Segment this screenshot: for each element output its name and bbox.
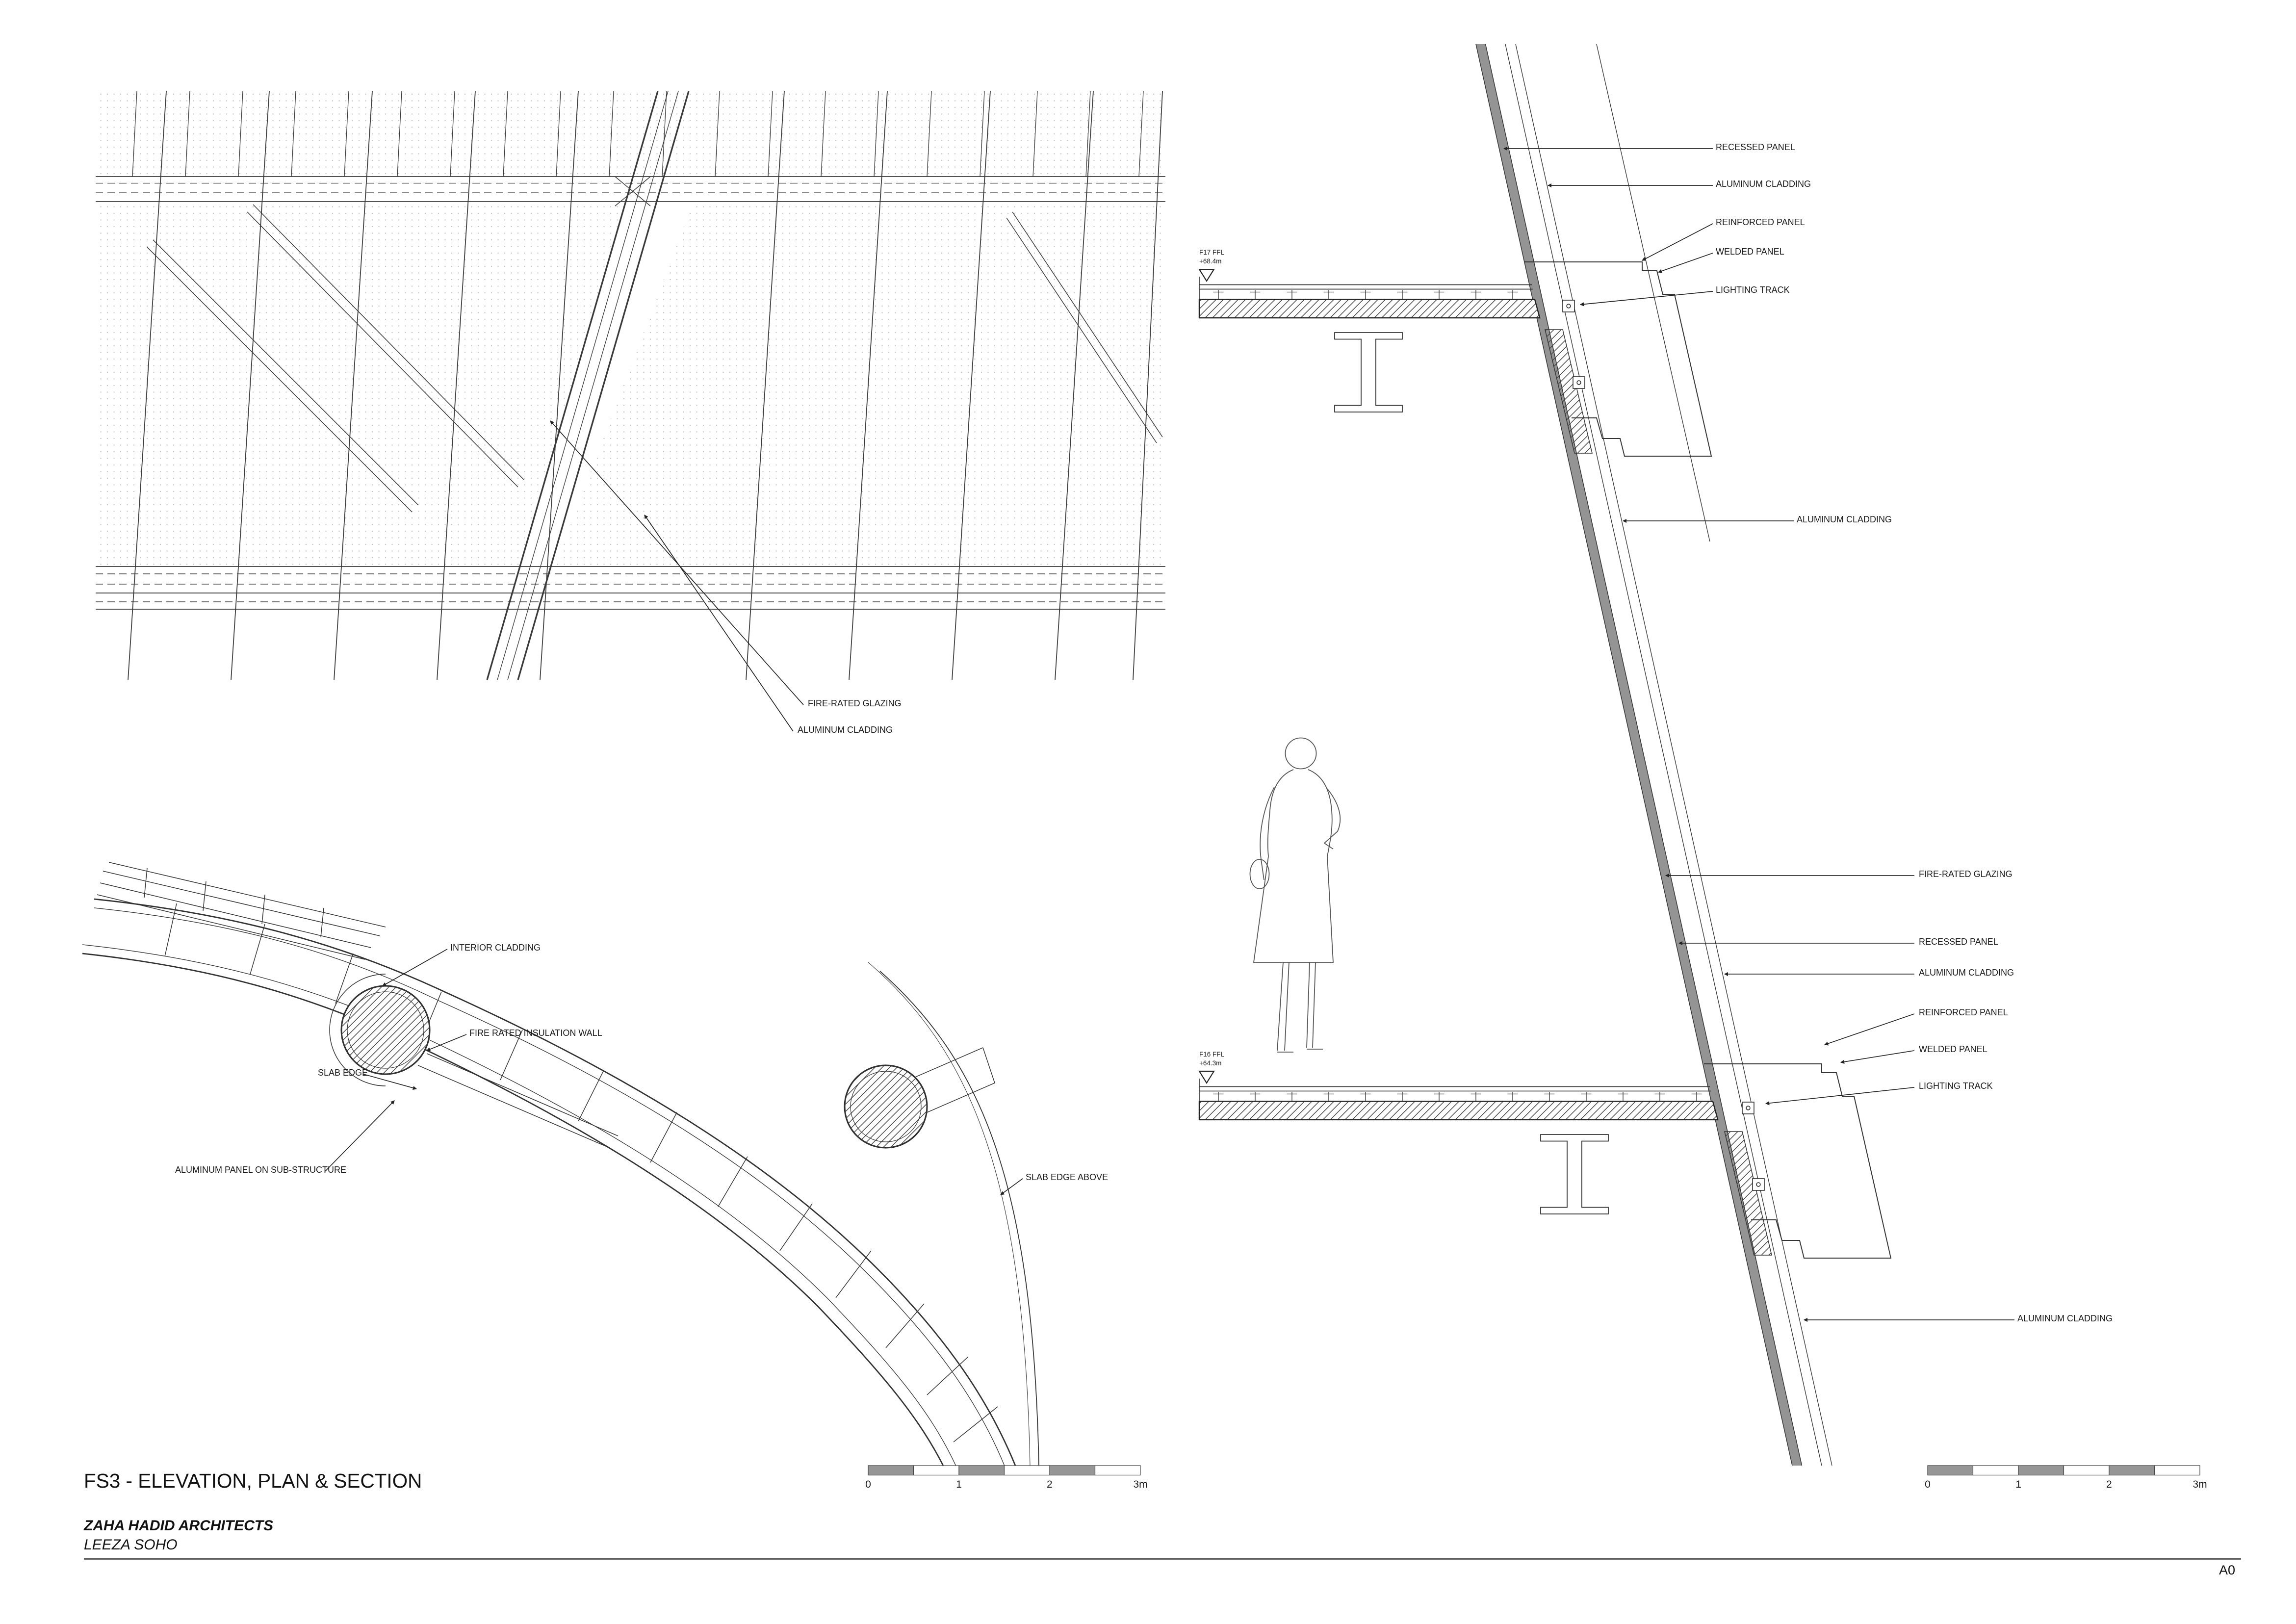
lower-floor-assembly (1198, 1063, 1892, 1259)
label-aluminum-cladding-mid: ALUMINUM CLADDING (1797, 516, 1892, 525)
scale-tick-label: 2 (2106, 1480, 2112, 1491)
upper-floor-assembly (1198, 261, 1712, 457)
level-marker-f16: F16 FFL +64.3m (1199, 1051, 1224, 1067)
steel-beam (1334, 332, 1403, 412)
scale-tick-label: 0 (1925, 1480, 1931, 1491)
label-fire-rated-insulation-wall: FIRE RATED INSULATION WALL (469, 1030, 602, 1039)
round-column (340, 985, 431, 1075)
firm-name: ZAHA HADID ARCHITECTS (84, 1519, 274, 1535)
scale-tick-label: 3m (1133, 1480, 1148, 1491)
level-name: F17 FFL (1199, 249, 1225, 256)
scale-bar-right (1927, 1465, 2200, 1476)
scale-tick-label: 1 (956, 1480, 962, 1491)
scale-bar-left (868, 1465, 1141, 1476)
human-figure (1249, 737, 1341, 1053)
label-welded-panel-lower: WELDED PANEL (1919, 1046, 1987, 1055)
label-welded-panel-upper: WELDED PANEL (1716, 249, 1784, 258)
section-linework (1198, 44, 2014, 1466)
scale-tick-label: 2 (1047, 1480, 1053, 1491)
project-name: LEEZA SOHO (84, 1538, 178, 1554)
level-elevation: +64.3m (1199, 1058, 1222, 1066)
stipple-texture (96, 91, 1165, 567)
level-name: F16 FFL (1199, 1051, 1225, 1058)
plan-linework (82, 862, 1039, 1469)
label-recessed-panel-lower: RECESSED PANEL (1919, 939, 1998, 948)
label-lighting-track-upper: LIGHTING TRACK (1716, 287, 1790, 296)
round-column (844, 1047, 995, 1149)
label-slab-edge: SLAB EDGE (318, 1070, 368, 1079)
label-fire-rated-glazing-section: FIRE-RATED GLAZING (1919, 871, 2012, 880)
lighting-track-fixture (1742, 1102, 1765, 1191)
label-reinforced-panel-lower: REINFORCED PANEL (1919, 1009, 2008, 1018)
lighting-track-fixture (1562, 300, 1585, 389)
sheet-size: A0 (2219, 1563, 2236, 1577)
elevation-linework (96, 91, 1165, 732)
label-reinforced-panel-upper: REINFORCED PANEL (1716, 219, 1805, 228)
mega-diagonal-mullion (486, 91, 690, 680)
label-lighting-track-lower: LIGHTING TRACK (1919, 1083, 1993, 1092)
plan-leader-lines (325, 949, 1023, 1195)
label-slab-edge-above: SLAB EDGE ABOVE (1026, 1174, 1109, 1183)
scale-tick-label: 0 (865, 1480, 871, 1491)
label-aluminum-cladding-upper: ALUMINUM CLADDING (1716, 181, 1811, 190)
elevation-leader-lines (550, 420, 804, 732)
label-aluminum-cladding-lower: ALUMINUM CLADDING (1919, 970, 2014, 979)
drawing-title: FS3 - ELEVATION, PLAN & SECTION (84, 1470, 422, 1492)
level-marker-triangle (1198, 268, 1215, 282)
section-leader-lines (1503, 146, 2014, 1322)
label-interior-cladding: INTERIOR CLADDING (450, 945, 541, 954)
label-fire-rated-glazing-elevation: FIRE-RATED GLAZING (808, 700, 902, 709)
label-aluminum-cladding-elevation: ALUMINUM CLADDING (798, 727, 893, 736)
scale-tick-label: 3m (2193, 1480, 2207, 1491)
label-aluminum-cladding-bottom: ALUMINUM CLADDING (2017, 1315, 2113, 1324)
level-marker-triangle (1198, 1070, 1215, 1084)
label-recessed-panel-upper: RECESSED PANEL (1716, 144, 1795, 153)
steel-beam (1540, 1134, 1609, 1214)
level-marker-f17: F17 FFL +68.4m (1199, 249, 1224, 265)
scale-tick-label: 1 (2015, 1480, 2021, 1491)
label-aluminum-panel-substructure: ALUMINUM PANEL ON SUB-STRUCTURE (175, 1167, 347, 1176)
level-elevation: +68.4m (1199, 257, 1222, 264)
